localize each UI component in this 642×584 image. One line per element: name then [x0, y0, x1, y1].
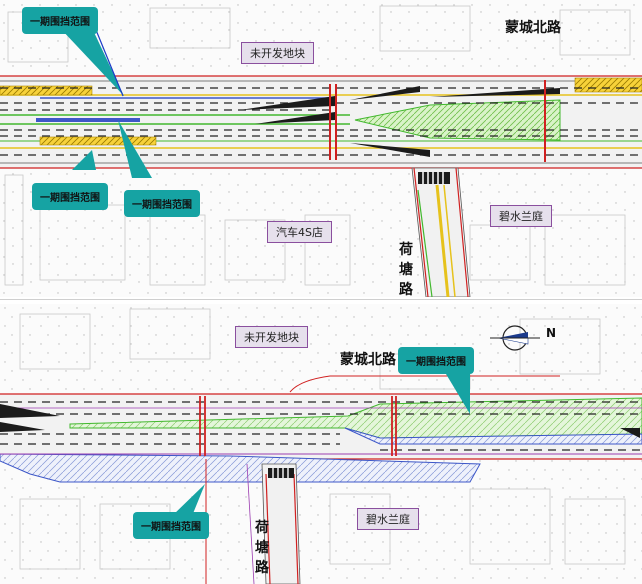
- road-label-hetang: 荷塘路: [255, 520, 269, 576]
- panel-divider: [0, 299, 642, 300]
- building-outlines: [4, 5, 631, 286]
- road-label-hetang: 荷塘路: [399, 242, 413, 297]
- building-outlines: [19, 308, 626, 570]
- north-arrow-icon: [490, 325, 540, 351]
- road-label-mengcheng-north: 蒙城北路: [505, 20, 561, 36]
- top-plan-panel: 一期围挡范围 一期围挡范围 一期围挡范围 蒙城北路 荷塘路 未开发地块 汽车4S…: [0, 0, 642, 297]
- callout-pointers: [172, 364, 470, 516]
- stop-lines: [199, 396, 397, 456]
- place-label-bishui-lanting: 碧水兰庭: [357, 508, 419, 530]
- callout-pointers: [60, 28, 152, 178]
- lane-dashes: [0, 401, 642, 451]
- bottom-plan-drawing: [0, 304, 642, 584]
- callout-phase1-hoarding: 一期围挡范围: [124, 190, 200, 217]
- callout-phase1-hoarding: 一期围挡范围: [398, 347, 474, 374]
- compass-letter: N: [546, 326, 557, 340]
- channelization-marks: [0, 404, 60, 432]
- stop-lines: [329, 80, 546, 162]
- bottom-plan-panel: N 一期围挡范围 一期围挡范围 蒙城北路 荷塘路 未开发地块 碧水兰庭: [0, 304, 642, 584]
- place-label-undeveloped-plot: 未开发地块: [241, 42, 314, 64]
- top-plan-drawing: [0, 0, 642, 297]
- lane-dashes: [0, 87, 642, 156]
- channelization-marks: [240, 86, 560, 157]
- callout-phase1-hoarding: 一期围挡范围: [32, 183, 108, 210]
- callout-phase1-hoarding: 一期围挡范围: [133, 512, 209, 539]
- callout-phase1-hoarding: 一期围挡范围: [22, 7, 98, 34]
- place-label-bishui-lanting: 碧水兰庭: [490, 205, 552, 227]
- road-label-mengcheng-north: 蒙城北路: [340, 352, 396, 368]
- place-label-undeveloped-plot: 未开发地块: [235, 326, 308, 348]
- place-label-car-4s-store: 汽车4S店: [267, 221, 332, 243]
